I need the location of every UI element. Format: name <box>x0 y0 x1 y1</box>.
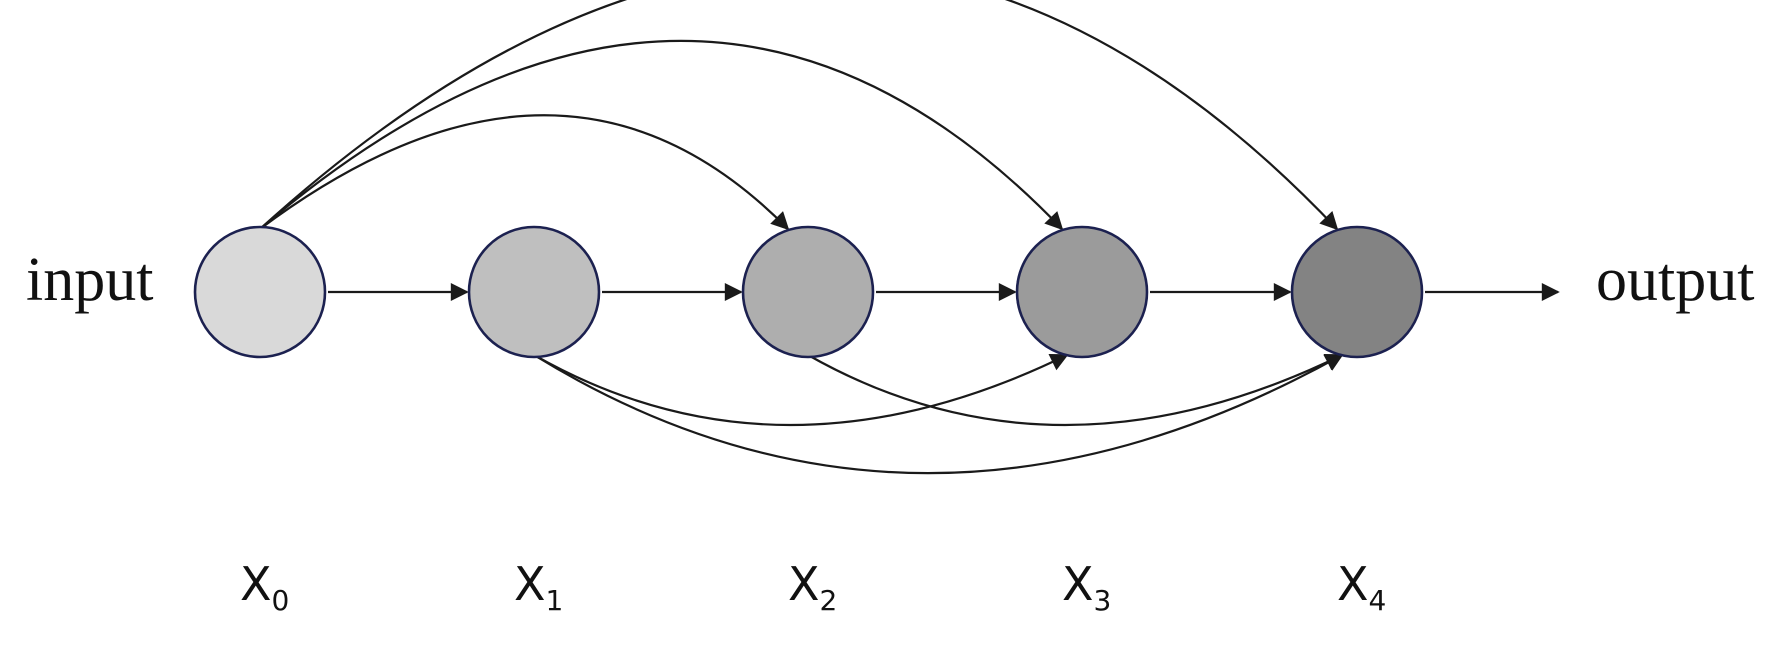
node-x4-label: X4 <box>1337 557 1386 617</box>
node-x0-circle <box>193 225 327 359</box>
edge-x2-to-x4 <box>807 354 1344 426</box>
node-x0-label-base: X <box>240 557 272 611</box>
node-x0-label: X0 <box>240 557 289 617</box>
node-x2-label-base: X <box>788 557 820 611</box>
node-x0: X0 <box>193 225 327 617</box>
node-x2-circle <box>741 225 875 359</box>
node-x4-circle <box>1290 225 1424 359</box>
node-x1-label: X1 <box>514 557 563 617</box>
node-x4-label-base: X <box>1337 557 1369 611</box>
node-x1: X1 <box>467 225 601 617</box>
node-x0-label-subscript: 0 <box>272 584 290 617</box>
input-label: input <box>26 246 153 314</box>
edge-x0-to-x2 <box>259 114 790 231</box>
node-x2-label: X2 <box>788 557 837 617</box>
edge-x1-to-x4 <box>533 354 1344 475</box>
edge-x1-to-x3 <box>533 354 1069 426</box>
node-x3-circle <box>1015 225 1149 359</box>
node-x2: X2 <box>741 225 875 617</box>
node-x1-label-subscript: 1 <box>546 584 564 617</box>
node-x1-circle <box>467 225 601 359</box>
node-x4: X4 <box>1290 225 1424 617</box>
output-label: output <box>1596 246 1754 314</box>
node-x4-label-subscript: 4 <box>1369 584 1387 617</box>
edge-x0-to-x3 <box>259 39 1064 231</box>
edge-x0-to-x4 <box>259 0 1339 231</box>
node-x3-label: X3 <box>1062 557 1111 617</box>
node-x1-label-base: X <box>514 557 546 611</box>
node-x3-label-base: X <box>1062 557 1094 611</box>
edges-layer <box>259 0 1560 475</box>
node-x3-label-subscript: 3 <box>1094 584 1112 617</box>
node-x2-label-subscript: 2 <box>820 584 838 617</box>
node-x3: X3 <box>1015 225 1149 617</box>
